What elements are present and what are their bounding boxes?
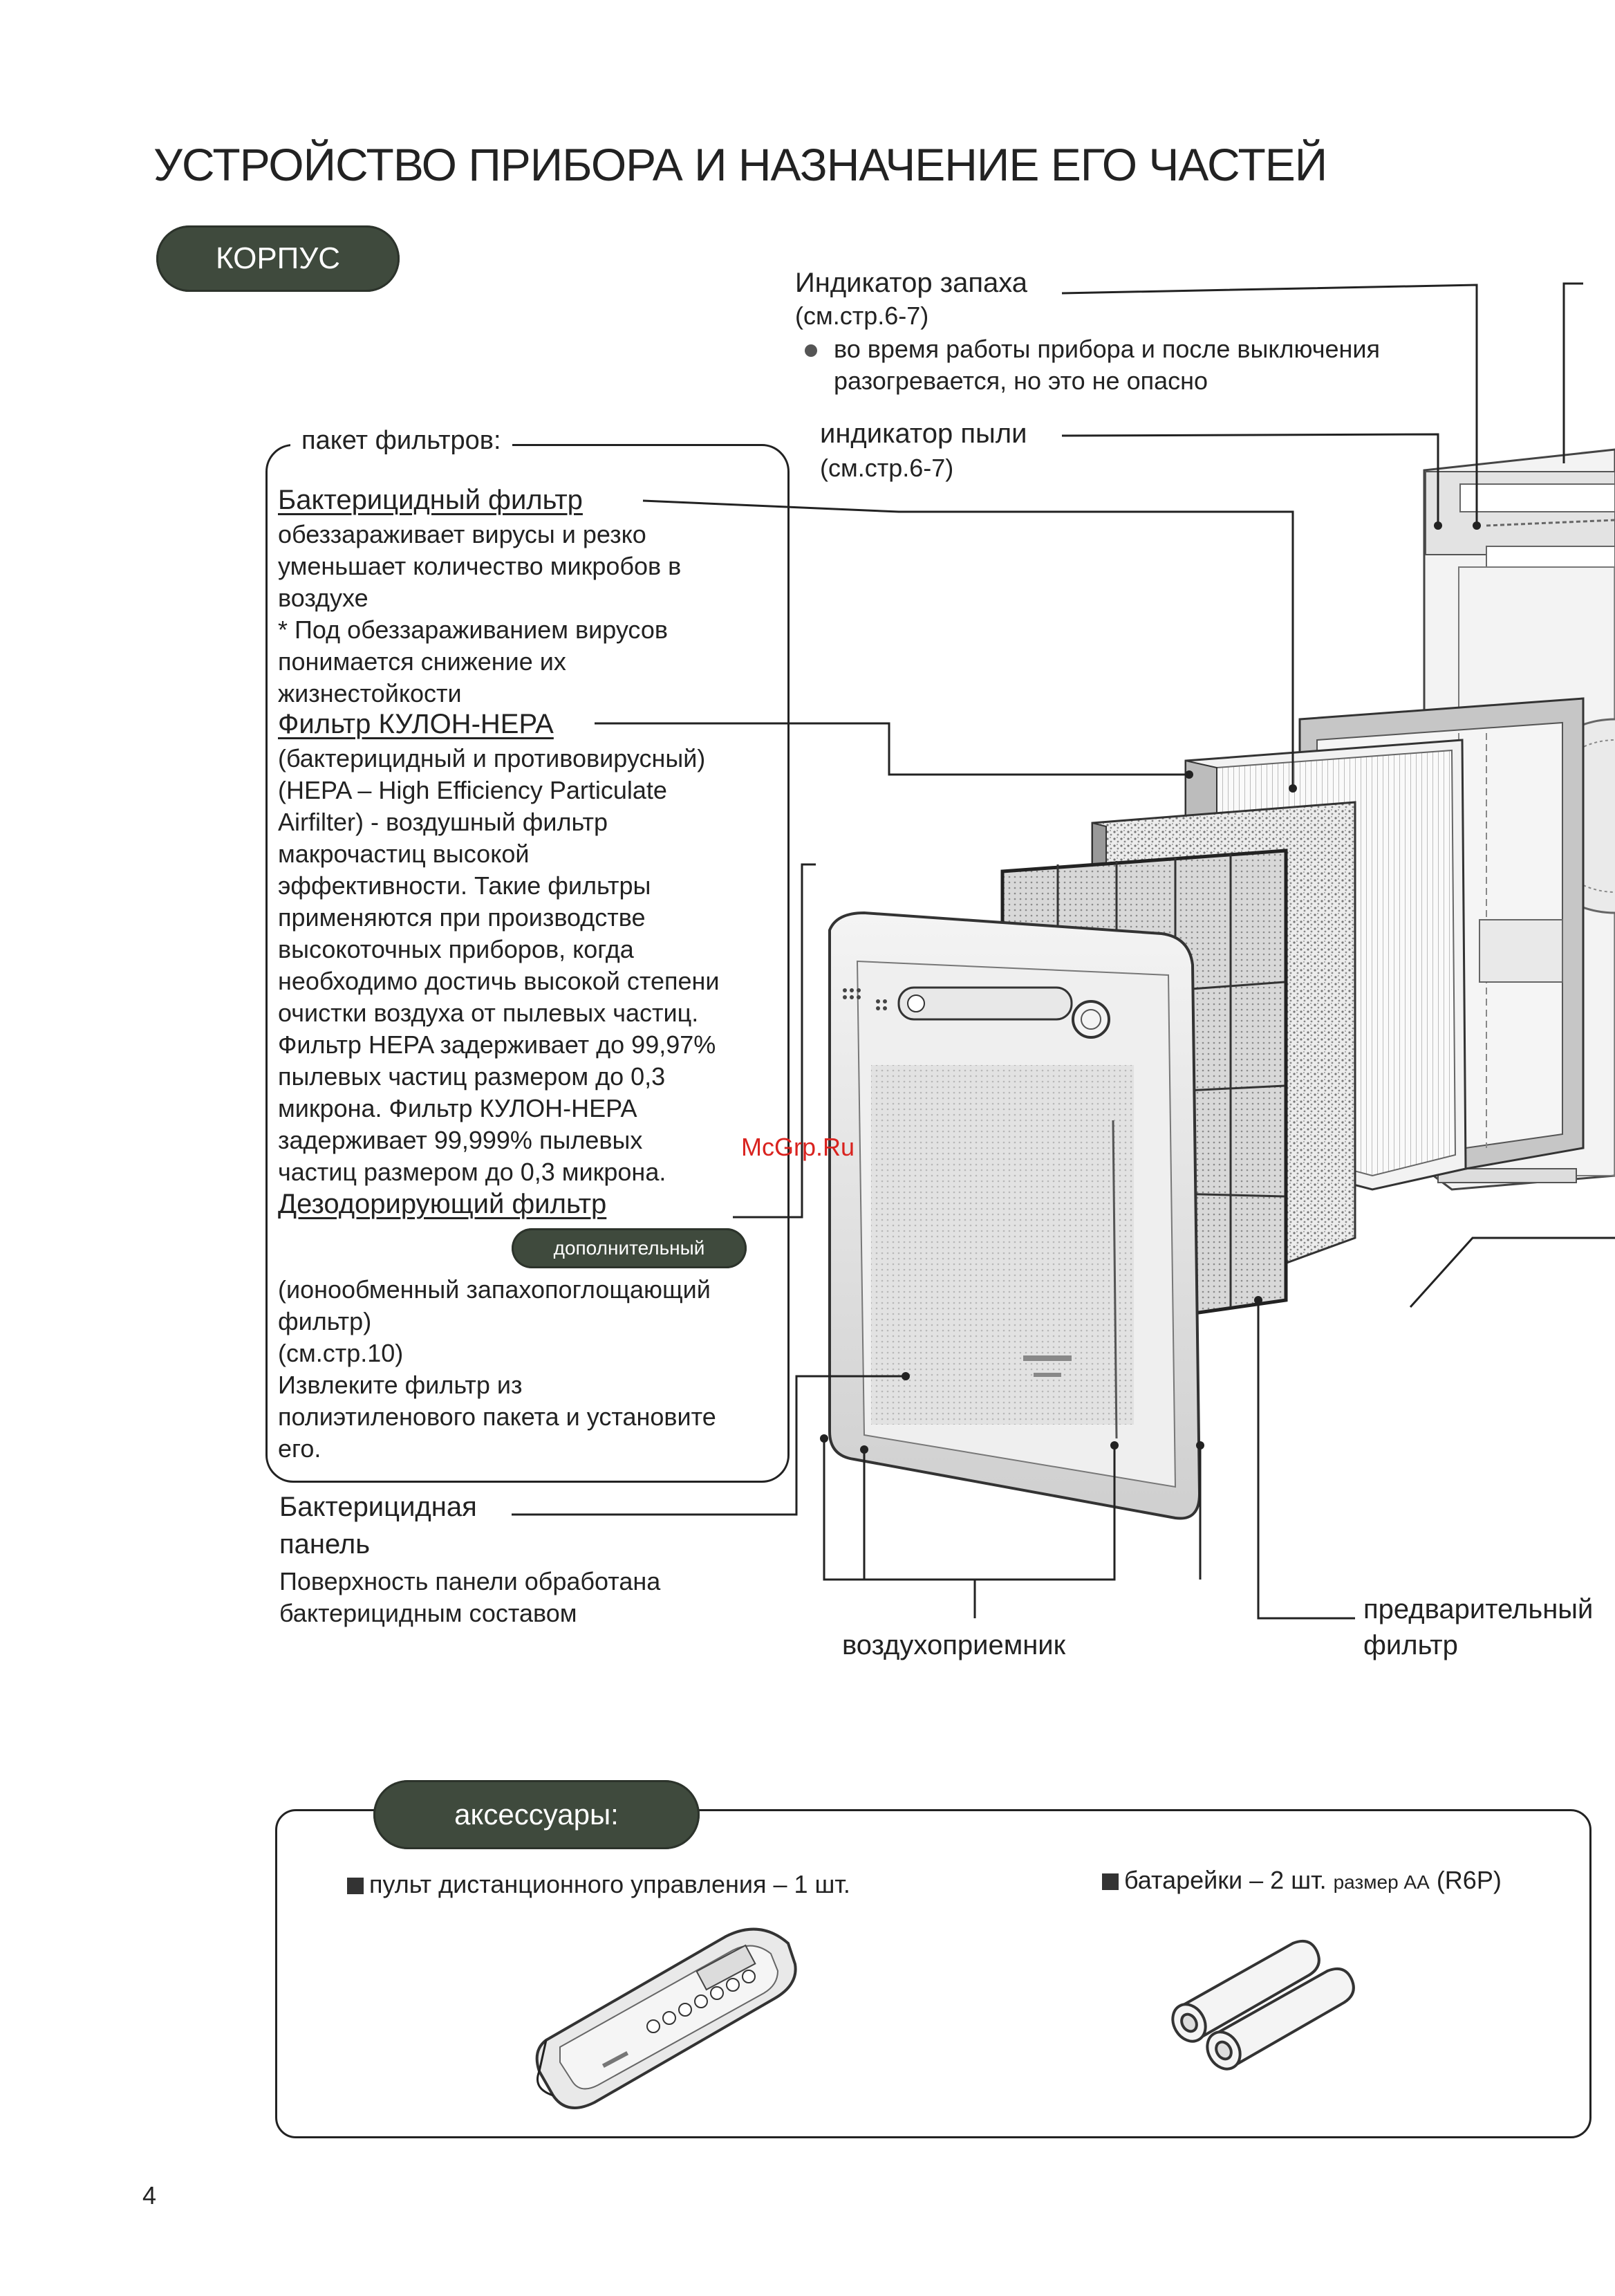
odor-indicator-note-1: во время работы прибора и после выключен… bbox=[834, 335, 1381, 363]
hepa-filter-line: применяются при производстве bbox=[278, 903, 646, 932]
accessories-title: аксессуары: bbox=[373, 1780, 700, 1849]
bactericidal-panel-desc-2: бактерицидным составом bbox=[279, 1599, 577, 1627]
bactericidal-filter-line: жизнестойкости bbox=[278, 679, 462, 707]
hepa-filter-title: Фильтр КУЛОН-HEPA bbox=[278, 709, 554, 739]
deodorizing-filter-line: (см.стр.10) bbox=[278, 1339, 404, 1367]
bactericidal-filter-line: понимается снижение их bbox=[278, 647, 566, 676]
accessories-box bbox=[275, 1809, 1591, 2138]
hepa-filter-line: (бактерицидный и противовирусный) bbox=[278, 744, 706, 772]
deodorizing-filter-title: Дезодорирующий фильтр bbox=[278, 1189, 607, 1219]
filter-pack-caption: пакет фильтров: bbox=[290, 425, 512, 456]
front-panel bbox=[828, 911, 1202, 1520]
odor-indicator-note-2: разогревается, но это не опасно bbox=[834, 367, 1208, 395]
prefilter-label: предварительный bbox=[1363, 1594, 1594, 1624]
hepa-filter-line: очистки воздуха от пылевых частиц. bbox=[278, 999, 699, 1027]
hepa-filter-line: макрочастиц высокой bbox=[278, 840, 530, 868]
odor-indicator-label: Индикатор запаха bbox=[795, 268, 1028, 298]
bactericidal-panel-title-2: панель bbox=[279, 1529, 371, 1559]
hepa-filter-line: Фильтр HEPA задерживает до 99,97% bbox=[278, 1030, 716, 1059]
bactericidal-filter-title: Бактерицидный фильтр bbox=[278, 485, 583, 515]
hepa-filter-line: задерживает 99,999% пылевых bbox=[278, 1126, 643, 1154]
deodorizing-filter-line: (ионообменный запахопоглощающий bbox=[278, 1275, 711, 1304]
prefilter-label-2: фильтр bbox=[1363, 1630, 1458, 1660]
air-intake-label: воздухоприемник bbox=[842, 1630, 1066, 1660]
hepa-filter-line: Airfilter) - воздушный фильтр bbox=[278, 808, 608, 836]
deodorizing-filter-line: Извлеките фильтр из bbox=[278, 1371, 523, 1399]
deodorizing-filter-line: его. bbox=[278, 1434, 321, 1463]
bullet-icon bbox=[805, 344, 817, 357]
page-title: УСТРОЙСТВО ПРИБОРА И НАЗНАЧЕНИЕ ЕГО ЧАСТ… bbox=[153, 139, 1327, 190]
accessory-remote-label: пульт дистанционного управления – 1 шт. bbox=[369, 1870, 850, 1898]
page-number: 4 bbox=[142, 2181, 157, 2210]
hepa-filter-line: высокоточных приборов, когда bbox=[278, 935, 634, 963]
bactericidal-filter-line: воздухе bbox=[278, 584, 368, 612]
accessory-batteries-label: батарейки – 2 шт. bbox=[1124, 1866, 1327, 1894]
dust-indicator-ref: (см.стр.6-7) bbox=[820, 454, 954, 482]
leader-lines bbox=[512, 282, 1615, 1620]
bactericidal-filter-line: обеззараживает вирусы и резко bbox=[278, 520, 646, 548]
bactericidal-panel-title: Бактерицидная bbox=[279, 1492, 477, 1522]
deodorizing-filter-line: полиэтиленового пакета и установите bbox=[278, 1402, 716, 1431]
hepa-filter-line: пылевых частиц размером до 0,3 bbox=[278, 1062, 666, 1091]
remote-control-icon bbox=[535, 1927, 797, 2109]
bactericidal-panel-desc: Поверхность панели обработана bbox=[279, 1567, 661, 1595]
section-label-corpus: КОРПУС bbox=[156, 225, 400, 292]
accessory-batteries-size: размер AA bbox=[1333, 1871, 1430, 1893]
hepa-filter-line: (HEPA – High Efficiency Particulate bbox=[278, 776, 667, 804]
hepa-filter-line: микрона. Фильтр КУЛОН-HEPA bbox=[278, 1094, 637, 1122]
bactericidal-filter-line: * Под обеззараживанием вирусов bbox=[278, 615, 668, 644]
batteries-icon bbox=[1171, 1940, 1355, 2071]
accessory-remote: пульт дистанционного управления – 1 шт. bbox=[347, 1869, 850, 1900]
square-bullet-icon bbox=[1102, 1873, 1119, 1890]
accessory-batteries-type: (R6P) bbox=[1436, 1866, 1502, 1894]
filter-pack-box bbox=[265, 444, 790, 1483]
watermark: McGrp.Ru bbox=[741, 1133, 855, 1161]
deodorizing-filter-line: фильтр) bbox=[278, 1307, 372, 1335]
square-bullet-icon bbox=[347, 1878, 364, 1894]
bactericidal-filter-line: уменьшает количество микробов в bbox=[278, 552, 682, 580]
hepa-filter-line: необходимо достичь высокой степени bbox=[278, 967, 720, 995]
odor-indicator-ref: (см.стр.6-7) bbox=[795, 302, 929, 330]
hepa-filter-line: эффективности. Такие фильтры bbox=[278, 871, 651, 900]
accessory-batteries: батарейки – 2 шт. размер AA (R6P) bbox=[1102, 1864, 1502, 1898]
optional-badge: дополнительный bbox=[512, 1228, 747, 1268]
dust-indicator-label: индикатор пыли bbox=[820, 418, 1027, 449]
hepa-filter-line: частиц размером до 0,3 микрона. bbox=[278, 1158, 666, 1186]
